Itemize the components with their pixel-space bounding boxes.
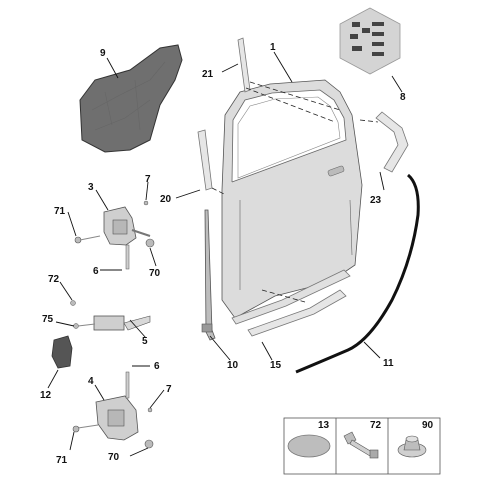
part-21-pillar-strip [237, 37, 251, 93]
part-5-check-strap [70, 300, 151, 331]
part-8-clip-kit [339, 7, 401, 75]
legend-item-72-bolt [343, 431, 379, 459]
callout-12: 12 [40, 390, 52, 401]
callout-71-upper: 71 [54, 206, 66, 217]
callout-23: 23 [370, 195, 382, 206]
callout-21: 21 [202, 69, 214, 80]
callout-6-upper: 6 [93, 266, 99, 277]
callout-72: 72 [48, 274, 60, 285]
assembly-dashed-lines [211, 81, 379, 303]
callout-9: 9 [100, 48, 106, 59]
legend-label-13: 13 [318, 420, 330, 431]
part-20-pillar-trim [197, 129, 213, 191]
part-10-weatherstrip [201, 209, 216, 341]
part-15-sill-trim [231, 269, 351, 337]
callout-4: 4 [88, 376, 94, 387]
callout-6-lower: 6 [154, 361, 160, 372]
leader-lines [47, 51, 403, 457]
callout-8: 8 [400, 92, 406, 103]
callout-1: 1 [270, 42, 276, 53]
callout-11: 11 [383, 358, 394, 369]
callout-5: 5 [142, 336, 148, 347]
legend-label-72: 72 [370, 420, 382, 431]
callout-20: 20 [160, 194, 172, 205]
part-3-upper-hinge [74, 200, 155, 270]
part-12-pad [51, 335, 73, 369]
legend-item-13-pad [287, 434, 331, 458]
callout-70-lower: 70 [108, 452, 120, 463]
part-11-door-seal [295, 173, 420, 374]
legend-label-90: 90 [422, 420, 434, 431]
part-9-trim-panel [79, 44, 183, 153]
part-23-quarter-trim [375, 111, 409, 173]
callout-75: 75 [42, 314, 54, 325]
callout-7-upper: 7 [145, 174, 151, 185]
callout-10: 10 [227, 360, 239, 371]
callout-15: 15 [270, 360, 282, 371]
callout-70-upper: 70 [149, 268, 161, 279]
part-4-lower-hinge [72, 371, 154, 449]
callout-71-lower: 71 [56, 455, 68, 466]
callout-7-lower: 7 [166, 384, 172, 395]
parts-legend: 13 72 90 [283, 417, 441, 475]
legend-item-90-clip [397, 435, 427, 458]
callout-labels: 1 9 21 8 20 23 3 7 71 6 70 72 75 5 12 10… [40, 42, 406, 466]
part-1-door-shell [221, 79, 363, 319]
callout-3: 3 [88, 182, 94, 193]
